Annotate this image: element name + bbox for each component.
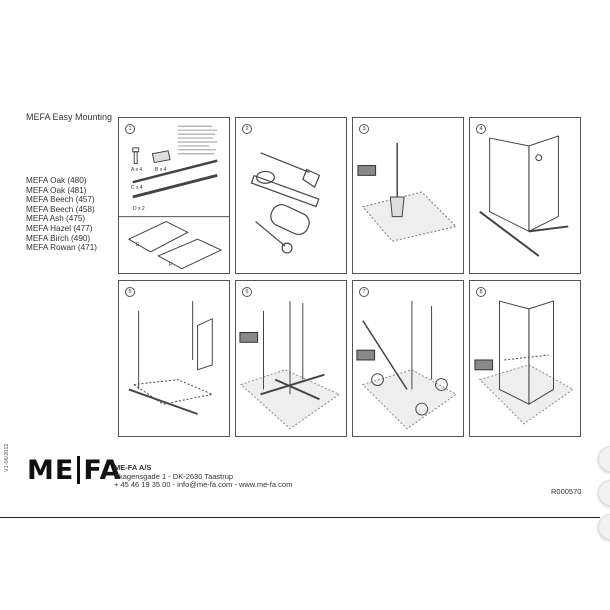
step-number: 8 [476, 287, 486, 297]
frame-illustration [479, 135, 569, 257]
step-3-panel: 3 [352, 117, 464, 274]
company-address: Skagensgade 1 - DK-2630 Taastrup [114, 471, 234, 481]
step-8-panel: 8 [469, 280, 581, 437]
document-title: MEFA Easy Mounting [26, 112, 113, 122]
step-number: 3 [359, 124, 369, 134]
model-item: MEFA Oak (480) [26, 176, 87, 185]
step-6-panel: 6 [235, 280, 347, 437]
side-nav-button[interactable] [598, 480, 610, 506]
model-list: MEFA Oak (480) MEFA Oak (481) MEFA Beech… [26, 176, 97, 253]
part-label: B x 4 [155, 167, 167, 173]
fixing-illustration [356, 301, 458, 430]
version-label: V1-06/2012 [4, 443, 10, 472]
step-number: 6 [242, 287, 252, 297]
base-illustration [128, 301, 214, 415]
step-number: 4 [476, 124, 486, 134]
finished-illustration [474, 300, 575, 425]
part-label: F [169, 262, 173, 268]
logo-left: ME [27, 455, 75, 486]
step-7-panel: 7 [352, 280, 464, 437]
company-info: ME-FA A/S Skagensgade 1 - DK-2630 Taastr… [114, 463, 293, 490]
anchor-illustration [239, 301, 341, 430]
model-item: MEFA Rowan (471) [26, 243, 97, 253]
side-nav-button[interactable] [598, 446, 610, 472]
step-5-panel: 5 [118, 280, 230, 437]
footer-divider [0, 517, 600, 518]
part-label: D x 2 [133, 206, 145, 212]
part-label: E [136, 242, 140, 248]
model-item: MEFA Oak (481) [26, 185, 87, 195]
model-item: MEFA Beech (458) [26, 204, 95, 214]
model-item: MEFA Beech (457) [26, 195, 95, 205]
parts-illustration [119, 125, 229, 270]
part-label: C x 4 [131, 185, 143, 191]
logo-divider [77, 456, 81, 484]
model-item: MEFA Hazel (477) [26, 223, 93, 233]
step-1-panel: 1 A x 4 B x 4 C x 4 D x 2 E F [118, 117, 230, 274]
part-label: A x 4 [131, 167, 143, 173]
model-item: MEFA Birch (490) [26, 233, 91, 243]
step-number: 2 [242, 124, 252, 134]
step-number: 5 [125, 287, 135, 297]
model-item: MEFA Ash (475) [26, 214, 86, 224]
ground-prep-illustration [357, 142, 458, 242]
company-name: ME-FA A/S [114, 463, 152, 472]
step-4-panel: 4 [469, 117, 581, 274]
step-number: 1 [125, 124, 135, 134]
company-contact: + 45 46 19 35 00 - info@me-fa.com - www.… [114, 480, 293, 489]
tools-illustration [250, 152, 321, 254]
logo-right: FA [83, 455, 122, 486]
step-2-panel: 2 [235, 117, 347, 274]
mefa-logo: ME FA [27, 455, 122, 486]
step-number: 7 [359, 287, 369, 297]
reference-number: R000570 [551, 487, 582, 496]
